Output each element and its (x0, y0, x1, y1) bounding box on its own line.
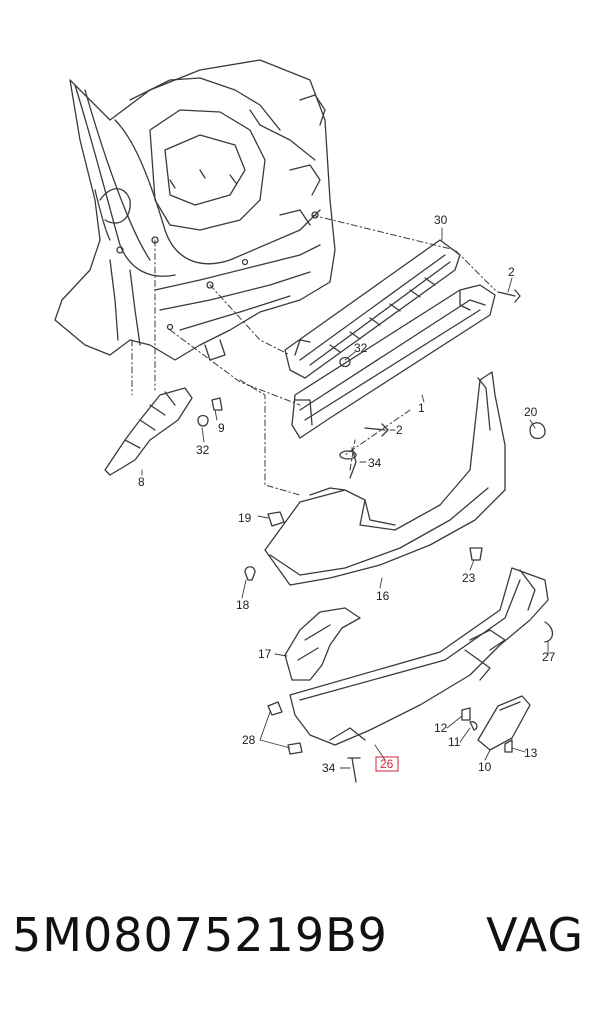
callout-1: 1 (418, 401, 425, 415)
part-30-impact-absorber (284, 239, 461, 379)
caption-bar: 5M08075219B9 VAG (0, 890, 600, 990)
callout-23: 23 (462, 571, 476, 585)
callout-28: 28 (242, 733, 256, 747)
callout-19: 19 (238, 511, 252, 525)
fasteners (197, 289, 554, 783)
part-1-bumper-reinforcement (291, 284, 496, 439)
part-16-upper-bumper-cover (264, 371, 506, 586)
callout-17: 17 (258, 647, 272, 661)
callout-26-highlight-box (375, 756, 399, 772)
callout-32-top: 32 (354, 341, 368, 355)
callout-2-middle: 2 (396, 423, 403, 437)
callout-34-lower: 34 (322, 761, 336, 775)
part-10-tow-hook-cover (477, 695, 531, 751)
callout-27: 27 (542, 650, 556, 664)
callout-18: 18 (236, 598, 250, 612)
brand-label: VAG (486, 908, 584, 962)
callout-20: 20 (524, 405, 538, 419)
assembly-guide-lines (131, 214, 496, 496)
callout-30: 30 (434, 213, 448, 227)
callout-34-upper: 34 (368, 456, 382, 470)
part-number-label: 5M08075219B9 (12, 908, 388, 962)
callout-11: 11 (448, 735, 461, 749)
callout-numbers: 30 2 32 1 20 2 9 32 34 8 19 23 18 16 17 … (138, 213, 556, 775)
callout-16: 16 (376, 589, 390, 603)
vehicle-rear-body-structure (54, 59, 336, 361)
callout-9: 9 (218, 421, 225, 435)
callout-12: 12 (434, 721, 448, 735)
part-17-lower-bracket (284, 607, 361, 681)
callout-32-left: 32 (196, 443, 210, 457)
part-8-side-guide-bracket (104, 387, 193, 476)
callout-8: 8 (138, 475, 145, 489)
callout-10: 10 (478, 760, 492, 774)
callout-26: 26 (380, 757, 394, 771)
callout-13: 13 (524, 746, 538, 760)
part-26-lower-bumper-diffuser (289, 567, 549, 746)
callout-2-top: 2 (508, 265, 515, 279)
callout-leader-lines (141, 227, 549, 769)
